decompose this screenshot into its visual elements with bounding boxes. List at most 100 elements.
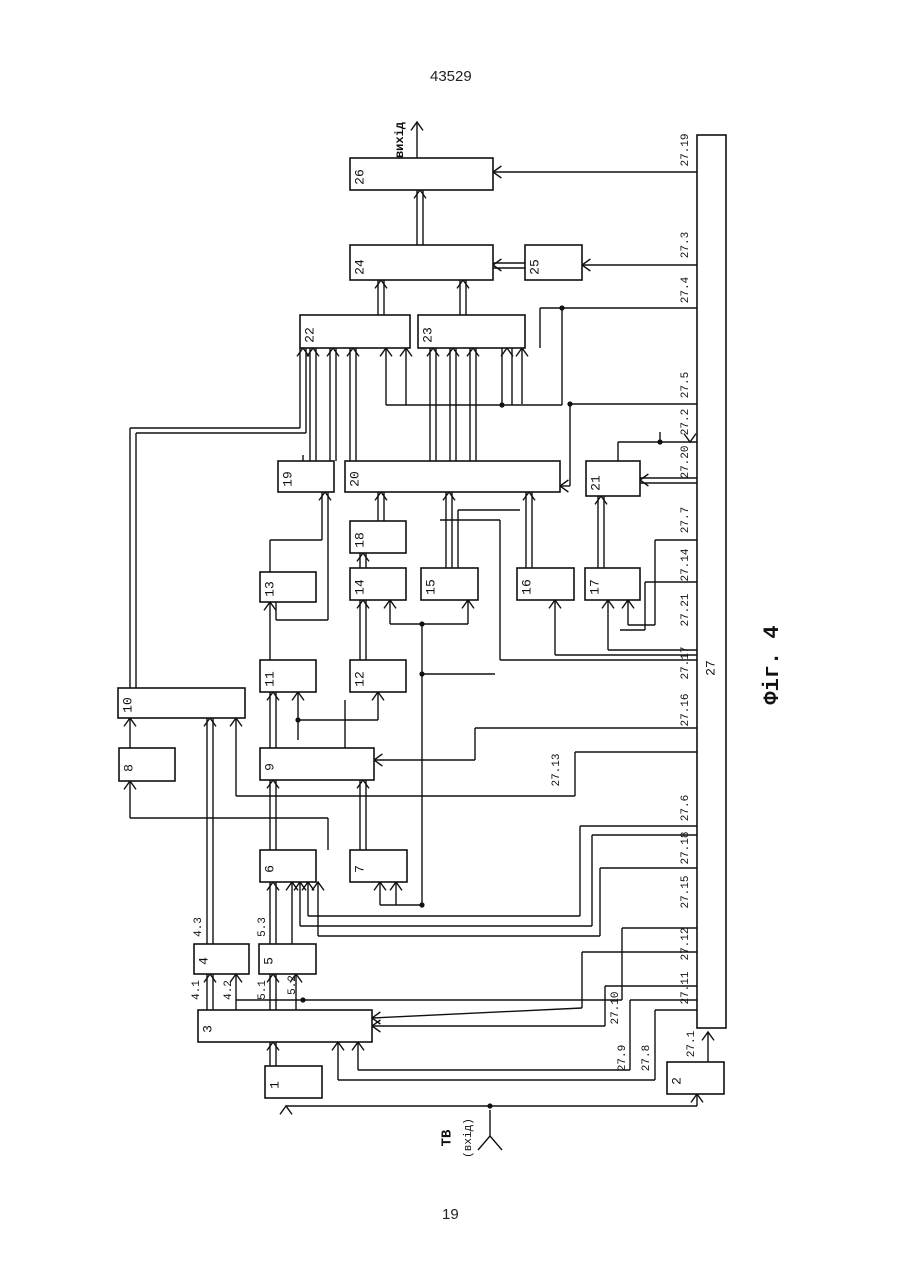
input-sublabel: (вхід) [463, 1118, 475, 1158]
port-label: 5.1 [257, 980, 269, 1000]
junction-dot [657, 439, 662, 444]
arrowhead [595, 496, 607, 504]
junction-dot [559, 305, 564, 310]
figure-caption: Фіг. 4 [760, 625, 785, 704]
bus-tap-label: 27.5 [680, 372, 692, 398]
arrowhead [375, 492, 387, 500]
block-20-label: 20 [347, 471, 362, 487]
bus-tap-label: 27.13 [551, 753, 563, 786]
arrowhead [267, 1042, 279, 1050]
block-14-label: 14 [352, 579, 367, 595]
bus-tap-label: 27.18 [680, 831, 692, 864]
port-label: 5.2 [287, 975, 299, 995]
arrowhead [427, 348, 439, 356]
block-1-label: 1 [267, 1081, 282, 1089]
arrowhead [267, 882, 279, 890]
arrowhead [204, 718, 216, 726]
bus-tap-label: 27.2 [680, 409, 692, 435]
arrowhead [443, 492, 455, 500]
block-12-label: 12 [352, 671, 367, 687]
input-label: ТВ [440, 1129, 456, 1146]
bus-tap-label: 27.9 [617, 1045, 629, 1071]
block-23-label: 23 [420, 327, 435, 343]
block-3-label: 3 [200, 1025, 215, 1033]
arrowhead [447, 348, 459, 356]
connection-wire [372, 1008, 582, 1018]
block-26-label: 26 [352, 169, 367, 185]
block-8-label: 8 [121, 764, 136, 772]
block-16-label: 16 [519, 579, 534, 595]
block-9-label: 9 [262, 763, 277, 771]
bus-tap-label: 27.8 [641, 1045, 653, 1071]
block-18-label: 18 [352, 532, 367, 548]
output-label: вихід [393, 122, 407, 158]
bus-27-label: 27 [703, 660, 718, 676]
bus-tap-label: 27.10 [610, 991, 622, 1024]
bus-tap-label: 27.1 [686, 1030, 698, 1057]
bus-tap-label: 27.4 [680, 276, 692, 303]
arrowhead [357, 780, 369, 788]
block-21-label: 21 [588, 475, 603, 491]
block-26 [350, 158, 493, 190]
arrowhead [357, 600, 369, 608]
block-11-label: 11 [262, 671, 277, 687]
arrowhead [640, 474, 648, 486]
block-20 [345, 461, 560, 492]
block-24-label: 24 [352, 259, 367, 275]
arrowhead [204, 974, 216, 982]
block-4-label: 4 [196, 957, 211, 965]
block-22-label: 22 [302, 327, 317, 343]
block-24 [350, 245, 493, 280]
junction-dot [419, 671, 424, 676]
bus-tap-label: 27.19 [680, 133, 692, 166]
arrowhead [414, 190, 426, 198]
junction-dot [295, 717, 300, 722]
port-label: 4.3 [193, 917, 205, 937]
block-17-label: 17 [587, 579, 602, 595]
arrowhead [493, 259, 501, 271]
block-6-label: 6 [262, 865, 277, 873]
bus-tap-label: 27.17 [680, 646, 692, 679]
arrowhead [501, 348, 513, 356]
arrowhead [357, 553, 369, 561]
bus-tap-label: 27.6 [680, 795, 692, 821]
arrowhead [347, 348, 359, 356]
bus-tap-label: 27.7 [680, 507, 692, 533]
block-5-label: 5 [261, 957, 276, 965]
bus-tap-label: 27.16 [680, 693, 692, 726]
arrowhead [523, 492, 535, 500]
bus-tap-label: 27.21 [680, 593, 692, 626]
arrowhead [375, 280, 387, 288]
port-label: 5.3 [257, 917, 269, 937]
block-10-label: 10 [120, 697, 135, 713]
block-7-label: 7 [352, 865, 367, 873]
junction-dot [487, 1103, 492, 1108]
bus-27 [697, 135, 726, 1028]
arrowhead [457, 280, 469, 288]
block-25-label: 25 [527, 259, 542, 275]
block-13-label: 13 [262, 581, 277, 597]
arrowhead [267, 780, 279, 788]
bus-tap-label: 27.14 [680, 548, 692, 581]
arrowhead [280, 1106, 292, 1114]
bus-tap-label: 27.15 [680, 875, 692, 908]
bus-tap-label: 27.3 [680, 232, 692, 258]
junction-dot [499, 402, 504, 407]
arrowhead [467, 348, 479, 356]
arrowhead [267, 692, 279, 700]
junction-dot [419, 621, 424, 626]
block-15-label: 15 [423, 579, 438, 595]
arrowhead [319, 492, 331, 500]
block-10 [118, 688, 245, 718]
block-19-label: 19 [280, 471, 295, 487]
junction-dot [300, 997, 305, 1002]
input-fork [478, 1136, 502, 1150]
junction-dot [567, 401, 572, 406]
port-label: 4.2 [223, 980, 235, 1000]
port-label: 4.1 [191, 980, 203, 1000]
arrowhead [327, 348, 339, 356]
junction-dot [419, 902, 424, 907]
bus-tap-label: 27.11 [680, 971, 692, 1004]
block-2-label: 2 [669, 1077, 684, 1085]
